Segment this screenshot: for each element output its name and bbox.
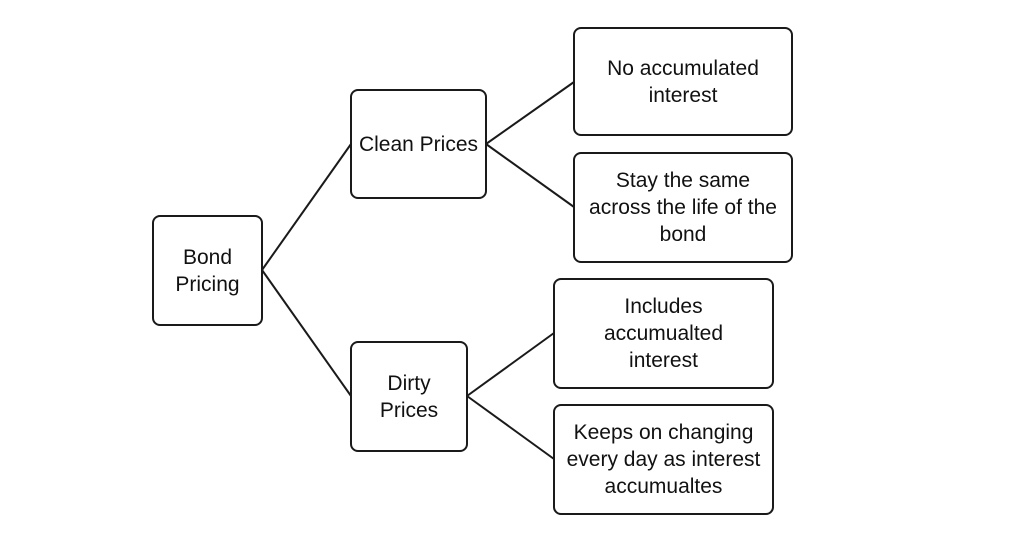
node-stay-the-same: Stay the same across the life of the bon… — [573, 152, 793, 263]
node-keeps-on-changing: Keeps on changing every day as interest … — [553, 404, 774, 515]
node-keeps-on-changing-line-2: every day as interest — [566, 448, 761, 471]
node-bond-pricing-line-2: Pricing — [175, 272, 240, 296]
node-includes-line-1: Includes — [624, 295, 703, 318]
node-stay-the-same-line-3: bond — [659, 223, 707, 246]
node-dirty-prices: Dirty Prices — [350, 341, 468, 452]
node-keeps-on-changing-line-3: accumualtes — [604, 475, 723, 498]
connector-root-dirty — [261, 269, 352, 397]
connector-dirty-leaf-2 — [466, 395, 555, 460]
node-bond-pricing-line-1: Bond — [182, 245, 233, 269]
node-includes-line-3: interest — [629, 349, 698, 372]
node-no-accumulated-interest-line-2: interest — [648, 83, 718, 107]
node-keeps-on-changing-line-1: Keeps on changing — [573, 421, 754, 444]
connector-root-clean — [261, 143, 352, 271]
node-includes-accumualted-interest: Includes accumualted interest — [553, 278, 774, 389]
node-bond-pricing: Bond Pricing — [152, 215, 263, 326]
node-no-accumulated-interest-line-1: No accumulated — [607, 56, 759, 80]
connector-clean-leaf-2 — [485, 143, 575, 208]
node-stay-the-same-line-2: across the life of the — [589, 196, 777, 219]
node-stay-the-same-line-1: Stay the same — [615, 169, 751, 192]
connector-clean-leaf-1 — [485, 81, 575, 145]
node-dirty-prices-line-2: Prices — [379, 398, 439, 422]
node-clean-prices: Clean Prices — [350, 89, 487, 199]
node-clean-prices-line-1: Clean Prices — [358, 132, 479, 156]
node-includes-line-2: accumualted — [603, 322, 724, 345]
node-dirty-prices-line-1: Dirty — [387, 371, 431, 395]
node-no-accumulated-interest: No accumulated interest — [573, 27, 793, 136]
connector-dirty-leaf-1 — [466, 332, 555, 397]
